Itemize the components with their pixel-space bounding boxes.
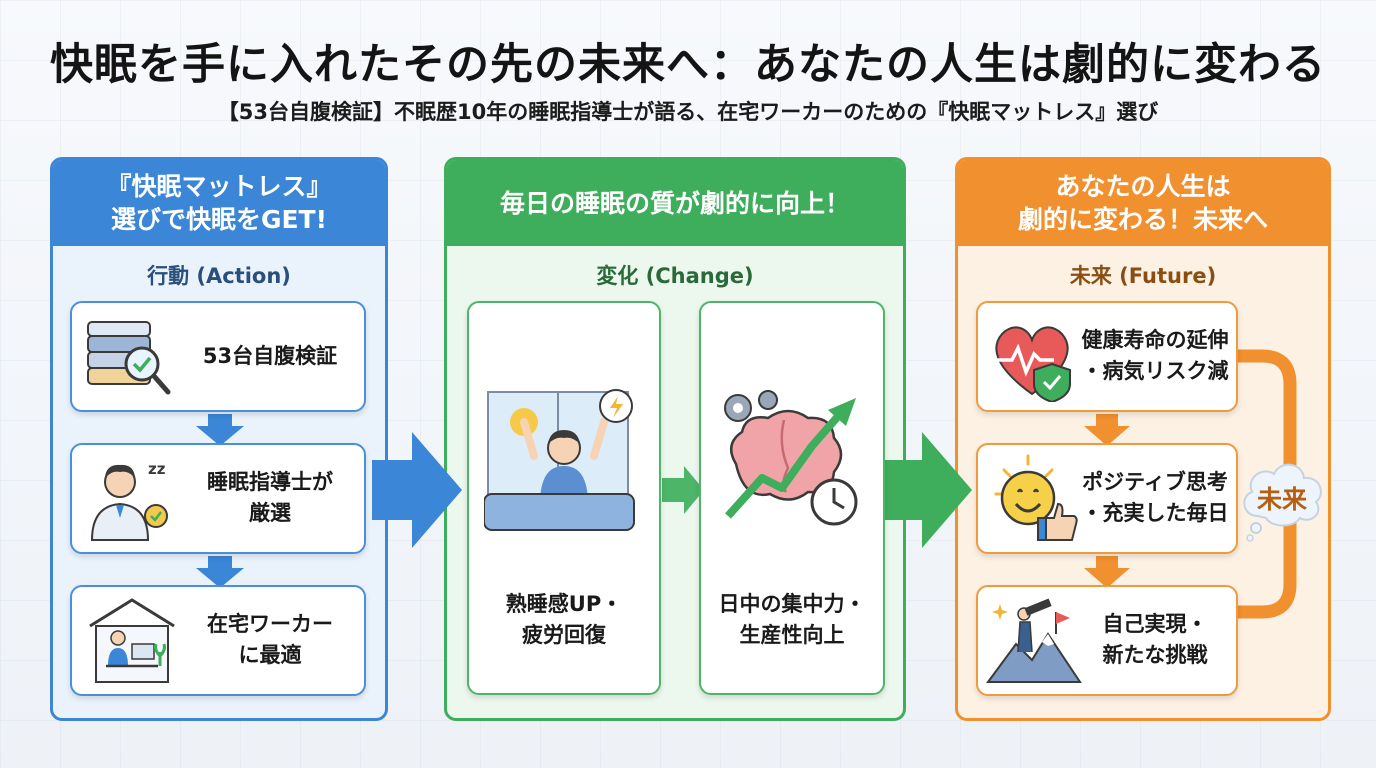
future-card-2-line2: ・充実した毎日 bbox=[1081, 501, 1229, 525]
action-down-arrow-1 bbox=[196, 414, 244, 446]
future-label: 未来 (Future) bbox=[1069, 264, 1217, 288]
change-to-future-arrow bbox=[884, 432, 972, 548]
action-header-line2: 選びで快眠をGET! bbox=[110, 205, 328, 234]
action-card-2-line1: 睡眠指導士が bbox=[207, 470, 333, 494]
sleep-instructor-icon: zz bbox=[90, 460, 168, 541]
action-card-3-line1: 在宅ワーカー bbox=[207, 612, 333, 636]
change-card-2-line2: 生産性向上 bbox=[739, 623, 845, 647]
change-panel-header: 毎日の睡眠の質が劇的に向上！ bbox=[447, 160, 903, 246]
future-bubble-text: 未来 bbox=[1256, 485, 1307, 514]
change-label: 変化 (Change) bbox=[596, 264, 754, 288]
mountain-telescope-icon bbox=[986, 598, 1082, 683]
action-card-3-line2: に最適 bbox=[238, 643, 302, 667]
mattress-magnifier-icon bbox=[87, 321, 171, 395]
future-card-2-text: ポジティブ思考 ・充実した毎日 bbox=[1078, 467, 1232, 529]
change-card-1-line1: 熟睡感UP・ bbox=[505, 592, 623, 616]
action-card-1-text: 53台自腹検証 bbox=[180, 341, 360, 372]
future-down-arrow-1 bbox=[1084, 414, 1130, 446]
future-card-1-text: 健康寿命の延伸 ・病気リスク減 bbox=[1078, 325, 1232, 387]
future-card-3-line1: 自己実現・ bbox=[1102, 612, 1208, 636]
future-card-1-line1: 健康寿命の延伸 bbox=[1081, 328, 1229, 352]
future-down-arrow-2 bbox=[1084, 556, 1130, 588]
action-card-3-text: 在宅ワーカー に最適 bbox=[180, 609, 360, 671]
action-down-arrow-2 bbox=[196, 556, 244, 588]
change-header-text: 毎日の睡眠の質が劇的に向上！ bbox=[499, 188, 850, 218]
future-card-2-line1: ポジティブ思考 bbox=[1082, 470, 1228, 494]
future-cloud-bubble bbox=[1243, 463, 1322, 542]
action-card-2-text: 睡眠指導士が 厳選 bbox=[180, 467, 360, 529]
home-worker-icon bbox=[89, 598, 175, 683]
future-card-1-line2: ・病気リスク減 bbox=[1081, 359, 1229, 383]
future-header-line1: あなたの人生は bbox=[1055, 172, 1231, 201]
smiley-thumbs-up-icon bbox=[994, 454, 1078, 541]
action-card-2-line2: 厳選 bbox=[249, 501, 291, 525]
change-card-1-line2: 疲労回復 bbox=[522, 623, 606, 647]
action-card-1-line1: 53台自腹検証 bbox=[202, 344, 338, 368]
action-header-line1: 『快眠マットレス』 bbox=[106, 172, 332, 201]
page-title: 快眠を手に入れたその先の未来へ：あなたの人生は劇的に変わる bbox=[50, 40, 1326, 90]
refreshed-wakeup-icon bbox=[484, 389, 635, 531]
change-card-2-text: 日中の集中力・ 生産性向上 bbox=[700, 589, 884, 651]
page-subtitle: 【53台自腹検証】不眠歴10年の睡眠指導士が語る、在宅ワーカーのための『快眠マッ… bbox=[217, 100, 1159, 124]
future-header-line2: 劇的に変わる！未来へ bbox=[1017, 205, 1268, 234]
action-label: 行動 (Action) bbox=[147, 264, 291, 288]
change-card-1-text: 熟睡感UP・ 疲労回復 bbox=[470, 589, 658, 651]
change-card-2-line1: 日中の集中力・ bbox=[718, 592, 866, 616]
action-panel-header: 『快眠マットレス』 選びで快眠をGET! bbox=[53, 160, 385, 246]
future-card-3-line2: 新たな挑戦 bbox=[1102, 643, 1208, 667]
future-panel-header: あなたの人生は 劇的に変わる！未来へ bbox=[958, 160, 1328, 246]
change-inner-arrow bbox=[662, 466, 704, 514]
action-to-change-arrow bbox=[372, 432, 462, 548]
svg-text:zz: zz bbox=[148, 460, 166, 478]
heart-shield-icon bbox=[994, 326, 1071, 402]
brain-growth-icon bbox=[724, 390, 858, 526]
future-card-3-text: 自己実現・ 新たな挑戦 bbox=[1078, 609, 1232, 671]
